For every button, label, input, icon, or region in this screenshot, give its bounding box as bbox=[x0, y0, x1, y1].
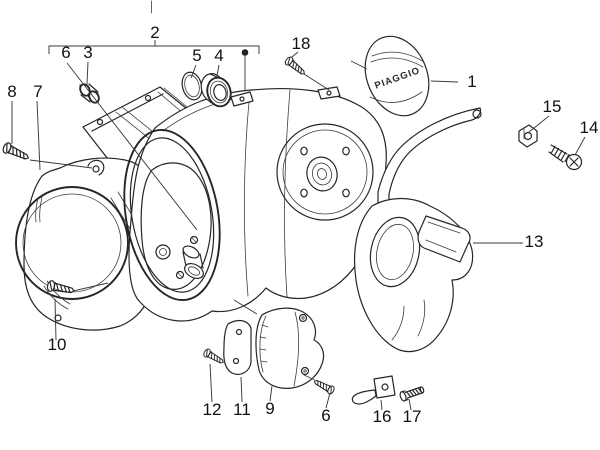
callout-labels: 2 6 3 5 4 18 1 8 7 15 14 13 10 12 11 9 6… bbox=[7, 23, 598, 426]
callout-part-9: 9 bbox=[265, 399, 274, 418]
inspection-cover-gasket bbox=[223, 319, 252, 375]
screw-18 bbox=[283, 55, 308, 78]
screw-12 bbox=[202, 347, 226, 367]
callout-part-5: 5 bbox=[192, 46, 201, 65]
crankcase-cover bbox=[123, 86, 387, 322]
callout-part-11: 11 bbox=[233, 400, 251, 419]
leader-lines bbox=[11, 40, 586, 411]
heat-shield-plate bbox=[15, 157, 153, 331]
callout-part-16: 16 bbox=[373, 407, 392, 426]
screw-6-bottom bbox=[311, 376, 336, 396]
cover-tab bbox=[230, 91, 254, 107]
callout-part-2: 2 bbox=[150, 23, 159, 42]
cover-screw-boss bbox=[175, 235, 199, 280]
callout-part-7: 7 bbox=[33, 82, 42, 101]
callout-part-3: 3 bbox=[83, 43, 92, 62]
oil-spout bbox=[182, 245, 204, 280]
drum-face bbox=[276, 123, 374, 221]
bolt-17 bbox=[399, 386, 425, 402]
callout-part-1: 1 bbox=[467, 72, 476, 91]
callout-part-4: 4 bbox=[214, 46, 223, 65]
bearing bbox=[200, 73, 232, 108]
callout-part-18: 18 bbox=[292, 34, 311, 53]
group-marker-dot bbox=[241, 49, 249, 56]
callout-part-8: 8 bbox=[7, 82, 16, 101]
callout-part-6-top: 6 bbox=[61, 43, 70, 62]
callout-part-13: 13 bbox=[525, 232, 544, 251]
bushing bbox=[79, 83, 100, 104]
callout-part-12: 12 bbox=[203, 400, 222, 419]
screw-8 bbox=[1, 141, 32, 164]
bracket-16 bbox=[351, 375, 396, 405]
callout-part-15: 15 bbox=[543, 97, 562, 116]
cover-tab bbox=[317, 86, 341, 100]
group-bracket bbox=[48, 40, 260, 54]
callout-part-17: 17 bbox=[403, 407, 422, 426]
transmission-cover bbox=[353, 107, 482, 353]
seal-ring bbox=[123, 128, 221, 302]
inspection-cover bbox=[255, 307, 325, 389]
screw-14 bbox=[548, 144, 583, 171]
piaggio-badge: PIAGGIO bbox=[364, 35, 430, 117]
callout-part-6-bottom: 6 bbox=[321, 406, 330, 425]
callout-part-10: 10 bbox=[48, 335, 67, 354]
callout-part-14: 14 bbox=[580, 118, 599, 137]
clip-nut bbox=[518, 124, 538, 148]
